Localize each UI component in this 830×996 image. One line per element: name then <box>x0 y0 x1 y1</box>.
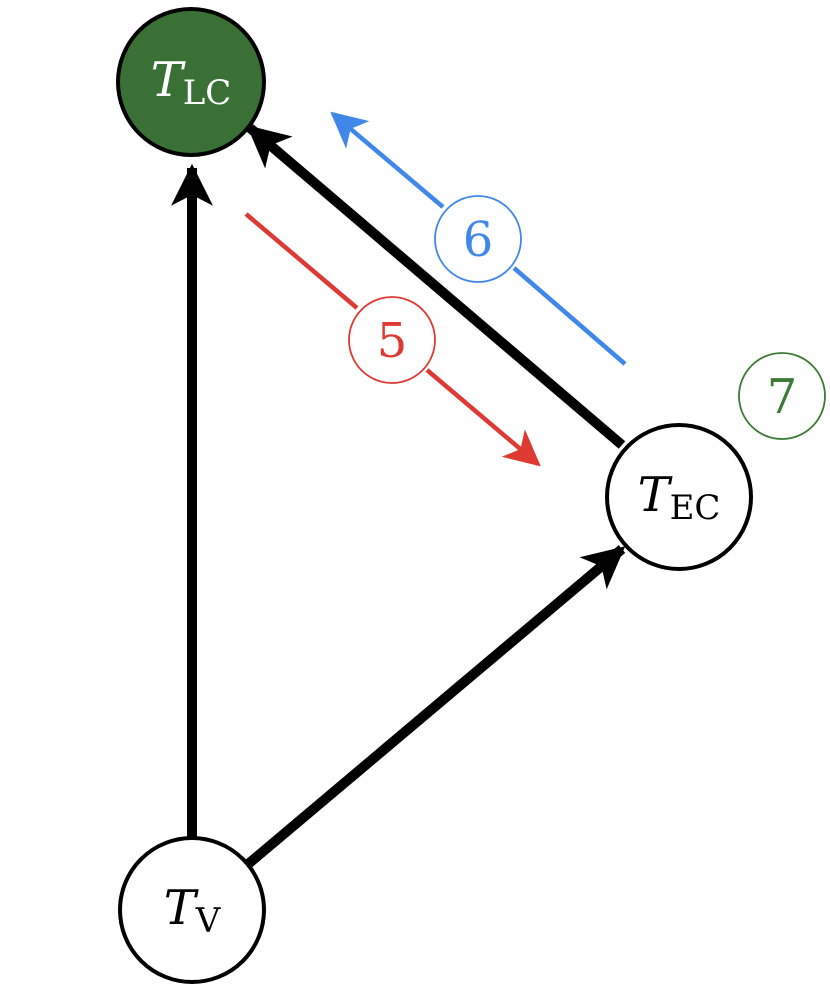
blue-annotation-badge <box>434 195 522 283</box>
node-t-v-circle <box>118 836 266 984</box>
node-t-v-sub: V <box>195 901 222 941</box>
node-t-v-main: T <box>164 880 199 936</box>
node-t-ec-label: TEC <box>638 467 721 528</box>
node-t-v-label: TV <box>164 880 222 941</box>
blue-annotation-arrow-tail <box>330 111 445 209</box>
green-annotation-number: 7 <box>767 369 798 425</box>
node-t-ec-circle <box>605 423 753 571</box>
red-annotation-number: 5 <box>377 313 408 369</box>
red-annotation-arrow-tail <box>425 368 541 467</box>
node-t-ec-sub: EC <box>670 488 721 528</box>
node-t-lc-circle <box>116 7 266 157</box>
node-t-lc: TLC <box>116 7 266 157</box>
node-t-v: TV <box>118 836 266 984</box>
node-t-lc-main: T <box>151 52 186 108</box>
node-t-lc-label: TLC <box>151 52 232 113</box>
node-t-ec: TEC <box>605 423 753 571</box>
blue-annotation-arrow <box>512 266 627 366</box>
edge-ec-to-lc <box>246 124 626 449</box>
edge-v-to-ec <box>243 545 626 869</box>
node-t-lc-sub: LC <box>183 73 232 113</box>
red-annotation-badge <box>348 296 436 384</box>
node-t-ec-main: T <box>638 467 673 523</box>
blue-annotation-number: 6 <box>463 212 494 268</box>
green-annotation-badge <box>738 352 826 440</box>
red-annotation-arrow <box>244 212 359 310</box>
